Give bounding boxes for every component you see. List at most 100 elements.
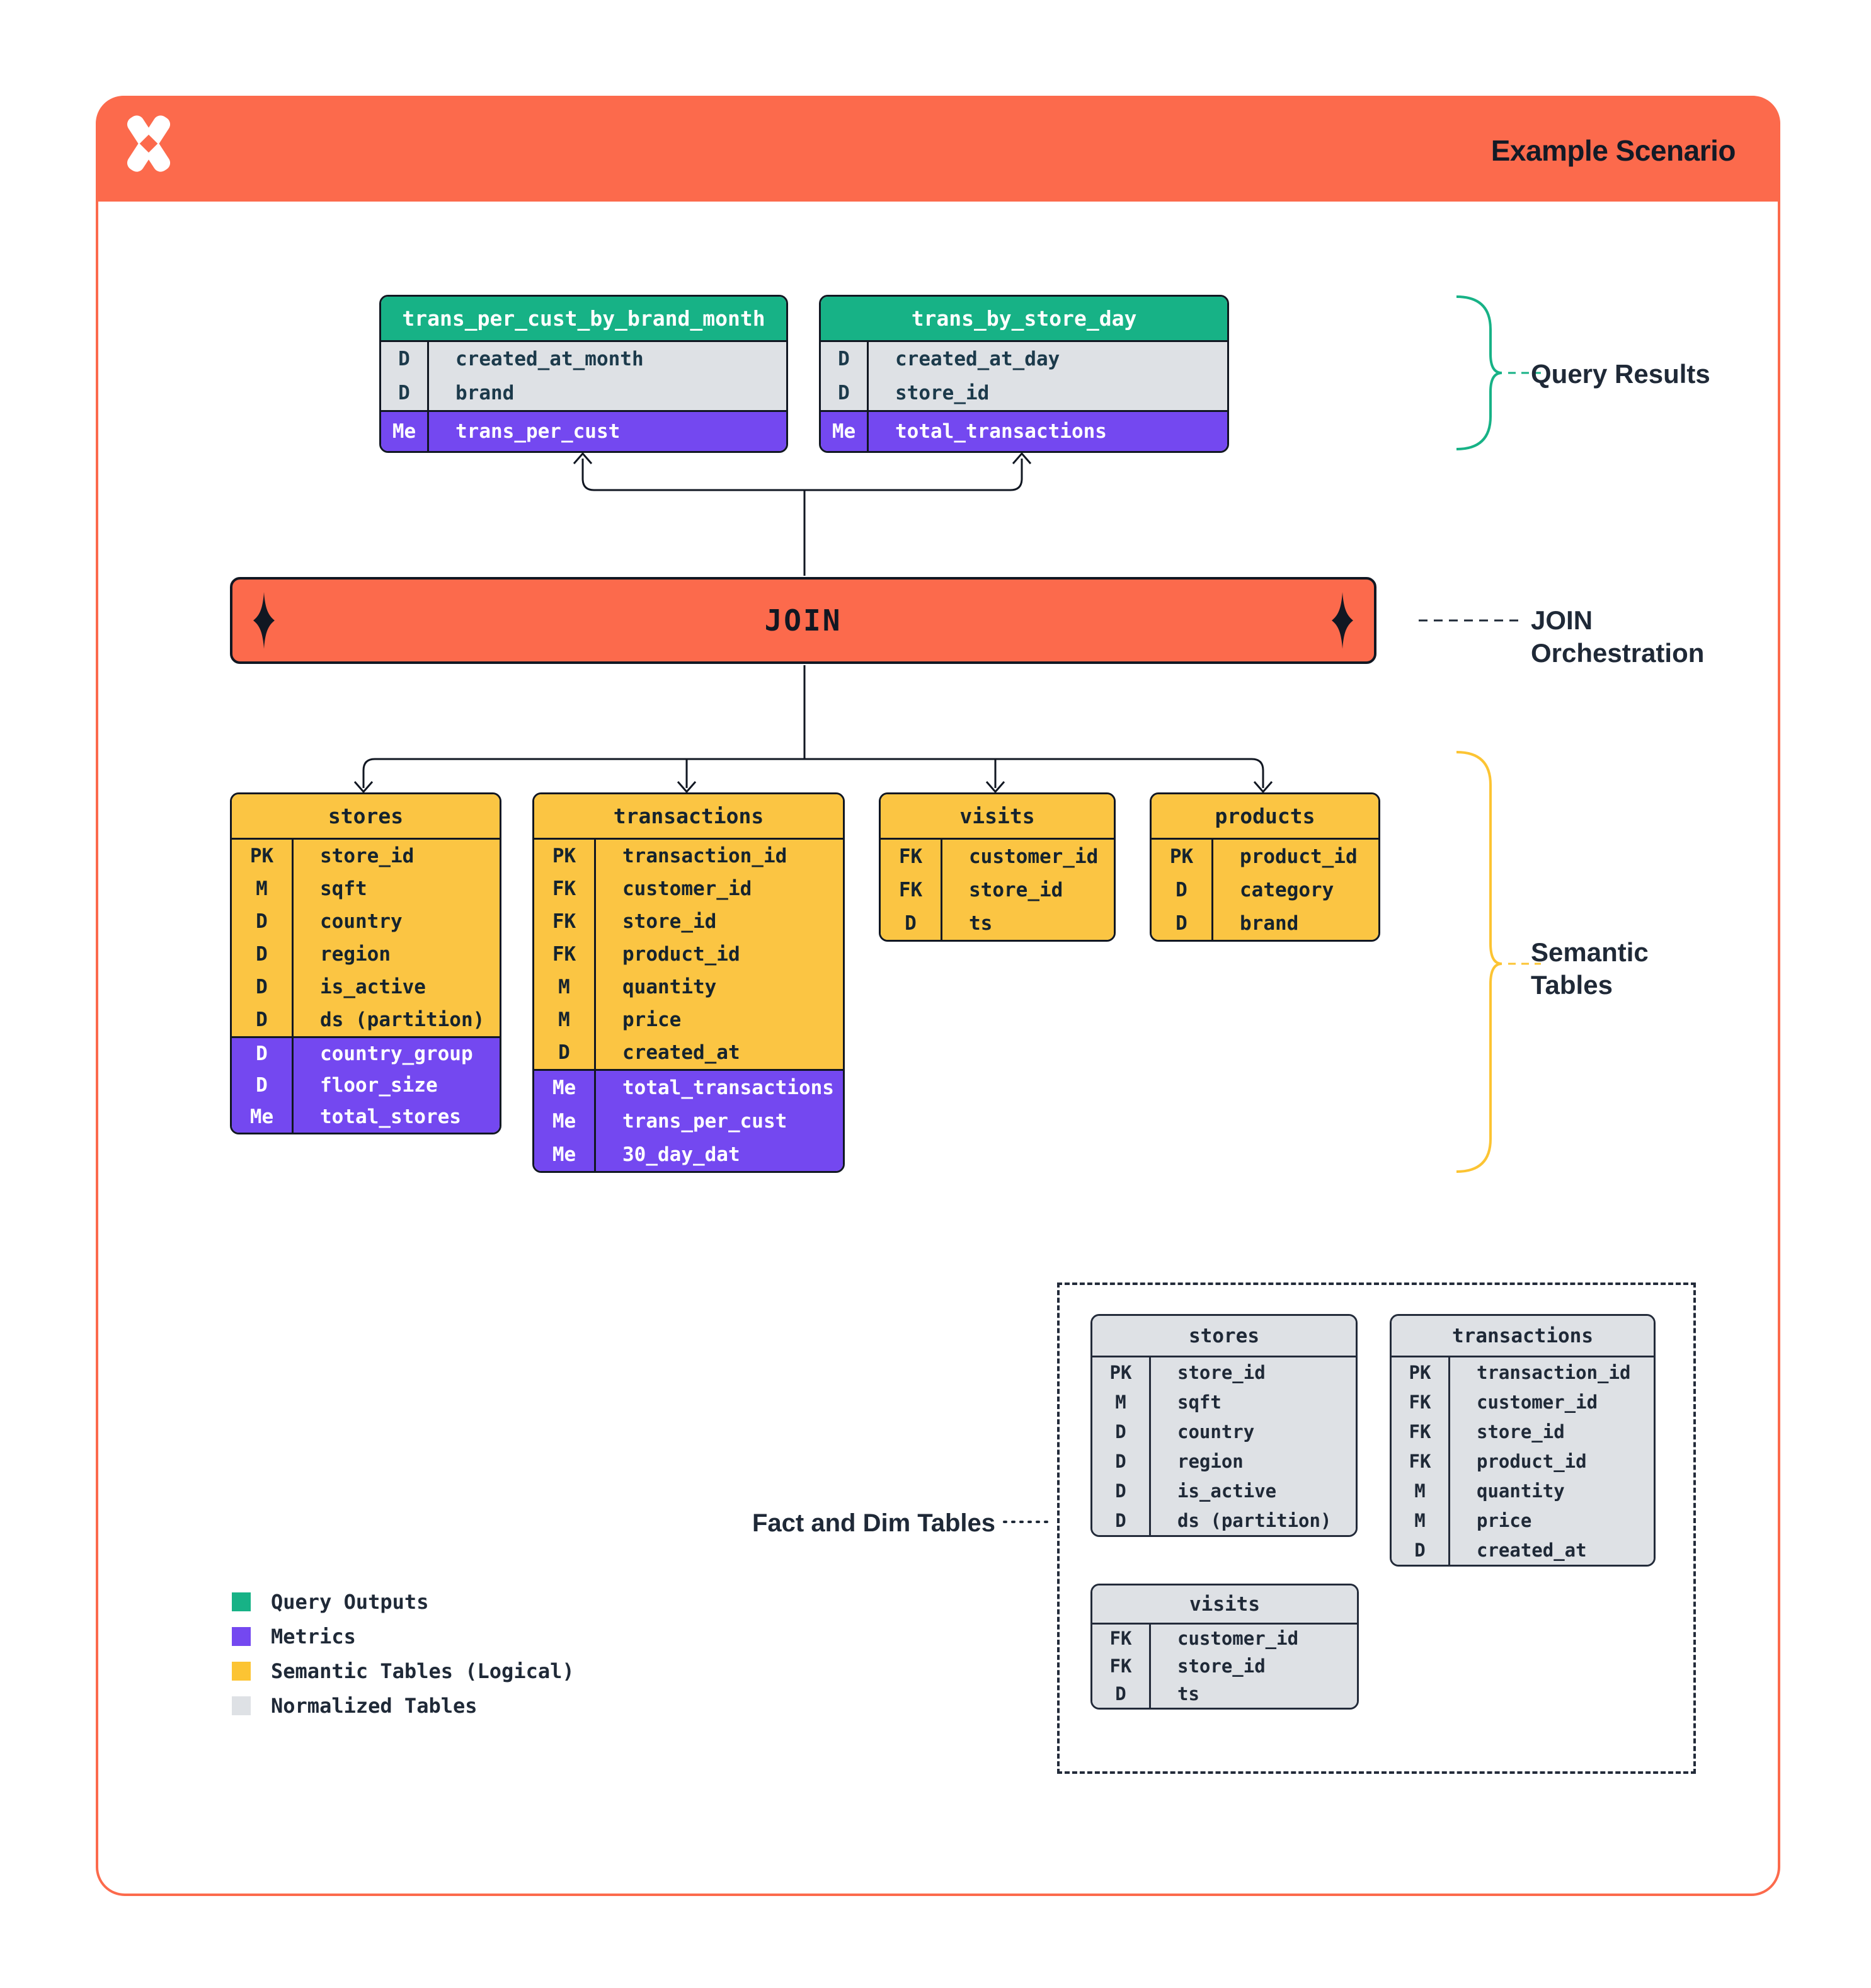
legend-item-query-outputs: Query Outputs — [232, 1584, 575, 1619]
field-key-badge: M — [1092, 1387, 1151, 1417]
field-key-badge: D — [232, 1003, 294, 1036]
field-key-badge: D — [1092, 1680, 1151, 1708]
field-key-badge: D — [232, 1038, 294, 1070]
legend-item-metrics: Metrics — [232, 1619, 575, 1654]
field-key-badge: Me — [534, 1104, 596, 1138]
field-name: transaction_id — [622, 845, 787, 867]
query-outputs-swatch-icon — [232, 1592, 251, 1611]
field-key-badge: PK — [1392, 1357, 1450, 1387]
legend-item-normalized-tables: Normalized Tables — [232, 1688, 575, 1723]
field-name: store_id — [1477, 1420, 1565, 1442]
field-name: price — [622, 1008, 682, 1031]
field-name: brand — [455, 382, 515, 404]
fact-dim-container — [1057, 1282, 1696, 1774]
legend: Query Outputs Metrics Semantic Tables (L… — [232, 1584, 575, 1723]
field-key-badge: Me — [381, 412, 429, 451]
fact-and-dim-label: Fact and Dim Tables — [752, 1509, 995, 1537]
field-key-badge: D — [381, 342, 429, 376]
join-orchestration-bar: JOIN — [230, 577, 1376, 664]
join-orchestration-label-line1: JOIN — [1531, 605, 1593, 635]
normalized-tables-swatch-icon — [232, 1696, 251, 1715]
field-key-badge: FK — [1392, 1387, 1450, 1417]
field-key-badge: FK — [1392, 1446, 1450, 1476]
legend-item-label: Metrics — [271, 1624, 356, 1648]
field-key-badge: D — [1092, 1476, 1151, 1505]
semantic-tables-swatch-icon — [232, 1661, 251, 1681]
join-orchestration-label-line2: Orchestration — [1531, 638, 1705, 668]
field-name: ts — [1177, 1683, 1199, 1705]
legend-item-semantic-tables: Semantic Tables (Logical) — [232, 1654, 575, 1688]
field-key-badge: Me — [821, 412, 869, 451]
field-name: ds (partition) — [320, 1008, 485, 1031]
field-name: total_transactions — [622, 1076, 834, 1099]
table-title: transactions — [534, 794, 843, 840]
field-key-badge: FK — [1092, 1625, 1151, 1652]
field-key-badge: M — [534, 1003, 596, 1036]
field-name: customer_id — [969, 845, 1099, 868]
field-key-badge: PK — [534, 840, 596, 872]
field-key-badge: D — [232, 938, 294, 971]
field-name: customer_id — [1477, 1391, 1598, 1413]
field-key-badge: D — [232, 971, 294, 1003]
field-name: region — [320, 943, 391, 966]
table-row: FK customer_id — [534, 872, 843, 905]
page-title: Example Scenario — [1491, 134, 1736, 167]
field-name: store_id — [622, 910, 717, 933]
field-name: customer_id — [1177, 1628, 1299, 1649]
diamond-icon — [250, 589, 278, 652]
field-key-badge: PK — [1152, 840, 1213, 873]
field-name: created_at_month — [455, 348, 644, 370]
table-title: trans_by_store_day — [821, 297, 1227, 342]
field-name: floor_size — [320, 1074, 438, 1097]
metric-rows: Me trans_per_cust — [381, 410, 786, 451]
field-name: country — [320, 910, 403, 933]
card-header-bar — [96, 96, 1780, 202]
table-title: visits — [1092, 1585, 1357, 1625]
field-name: customer_id — [622, 877, 752, 900]
field-name: trans_per_cust — [455, 420, 621, 443]
field-name: is_active — [320, 976, 426, 998]
table-title: stores — [1092, 1316, 1356, 1357]
table-row: Me trans_per_cust — [381, 412, 786, 451]
field-key-badge: FK — [881, 840, 942, 873]
field-name: is_active — [1177, 1480, 1277, 1502]
table-row: FK customer_id — [881, 840, 1114, 873]
field-key-badge: FK — [534, 872, 596, 905]
legend-item-label: Query Outputs — [271, 1589, 429, 1614]
field-name: 30_day_dat — [622, 1143, 740, 1166]
